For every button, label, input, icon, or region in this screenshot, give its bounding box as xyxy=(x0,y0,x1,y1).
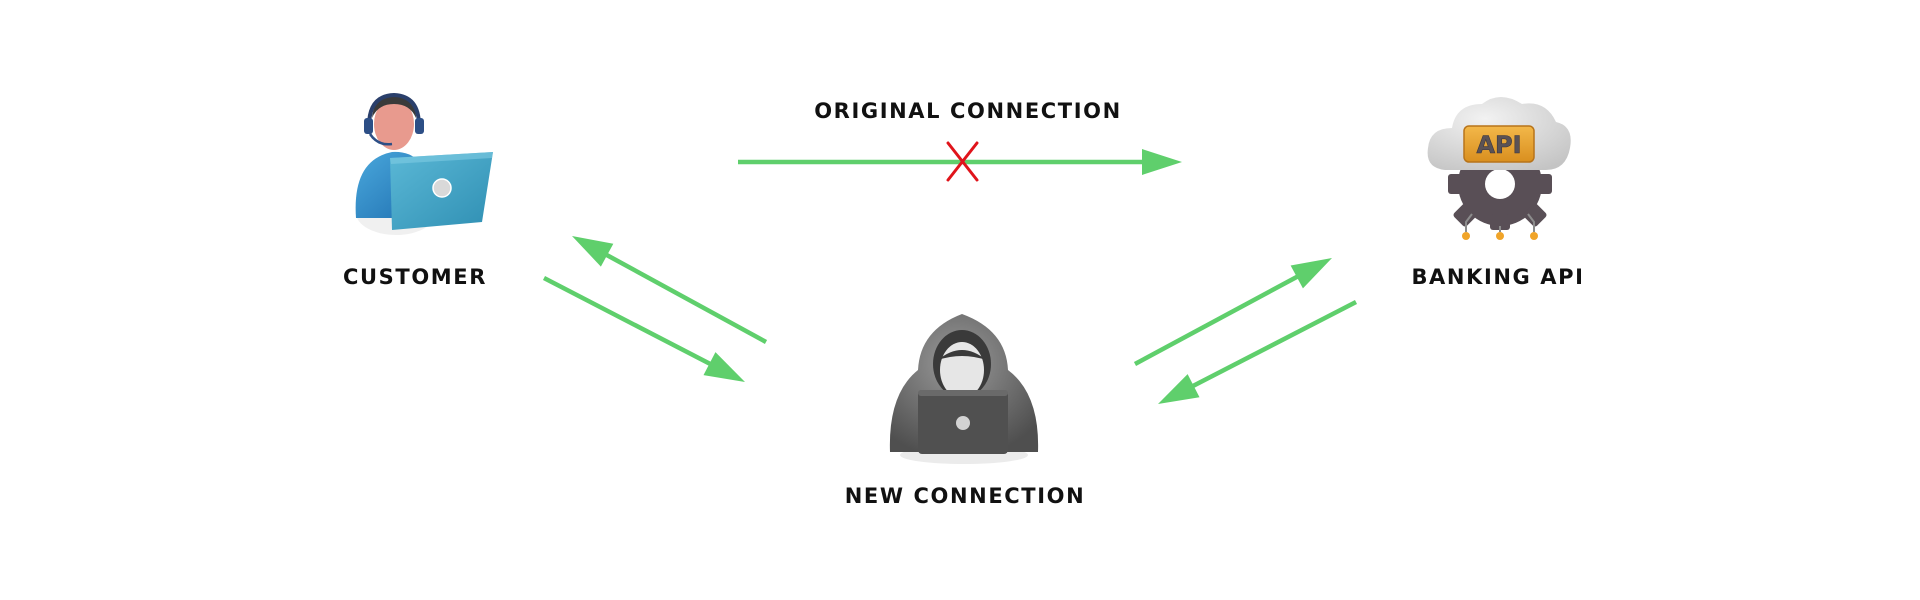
attacker-to-customer-arrow xyxy=(572,236,766,342)
customer-label: CUSTOMER xyxy=(343,265,487,289)
hooded-hacker-laptop-icon xyxy=(890,314,1038,464)
banking-api-label: BANKING API xyxy=(1411,265,1584,289)
customer-support-laptop-icon xyxy=(356,94,493,235)
original-connection-arrow-head xyxy=(1142,149,1182,175)
banking-to-attacker-arrow-shaft xyxy=(1192,302,1356,387)
original-connection-arrow xyxy=(738,149,1182,175)
attacker-to-banking-arrow-shaft xyxy=(1135,276,1299,364)
customer-to-attacker-arrow xyxy=(544,278,745,382)
banking-to-attacker-arrow xyxy=(1158,302,1356,404)
original-connection-label: ORIGINAL CONNECTION xyxy=(814,99,1122,123)
attacker-to-banking-arrow xyxy=(1135,258,1332,364)
new-connection-label: NEW CONNECTION xyxy=(845,484,1086,508)
api-badge-text: API xyxy=(1476,131,1521,159)
attacker-to-customer-arrow-shaft xyxy=(605,254,766,342)
api-cloud-gear-icon: API xyxy=(1428,97,1571,240)
attacker-to-customer-arrow-head xyxy=(572,236,613,267)
customer-to-attacker-arrow-shaft xyxy=(544,278,711,365)
banking-to-attacker-arrow-head xyxy=(1158,374,1200,404)
customer-to-attacker-arrow-head xyxy=(703,352,745,382)
attacker-to-banking-arrow-head xyxy=(1291,258,1332,288)
